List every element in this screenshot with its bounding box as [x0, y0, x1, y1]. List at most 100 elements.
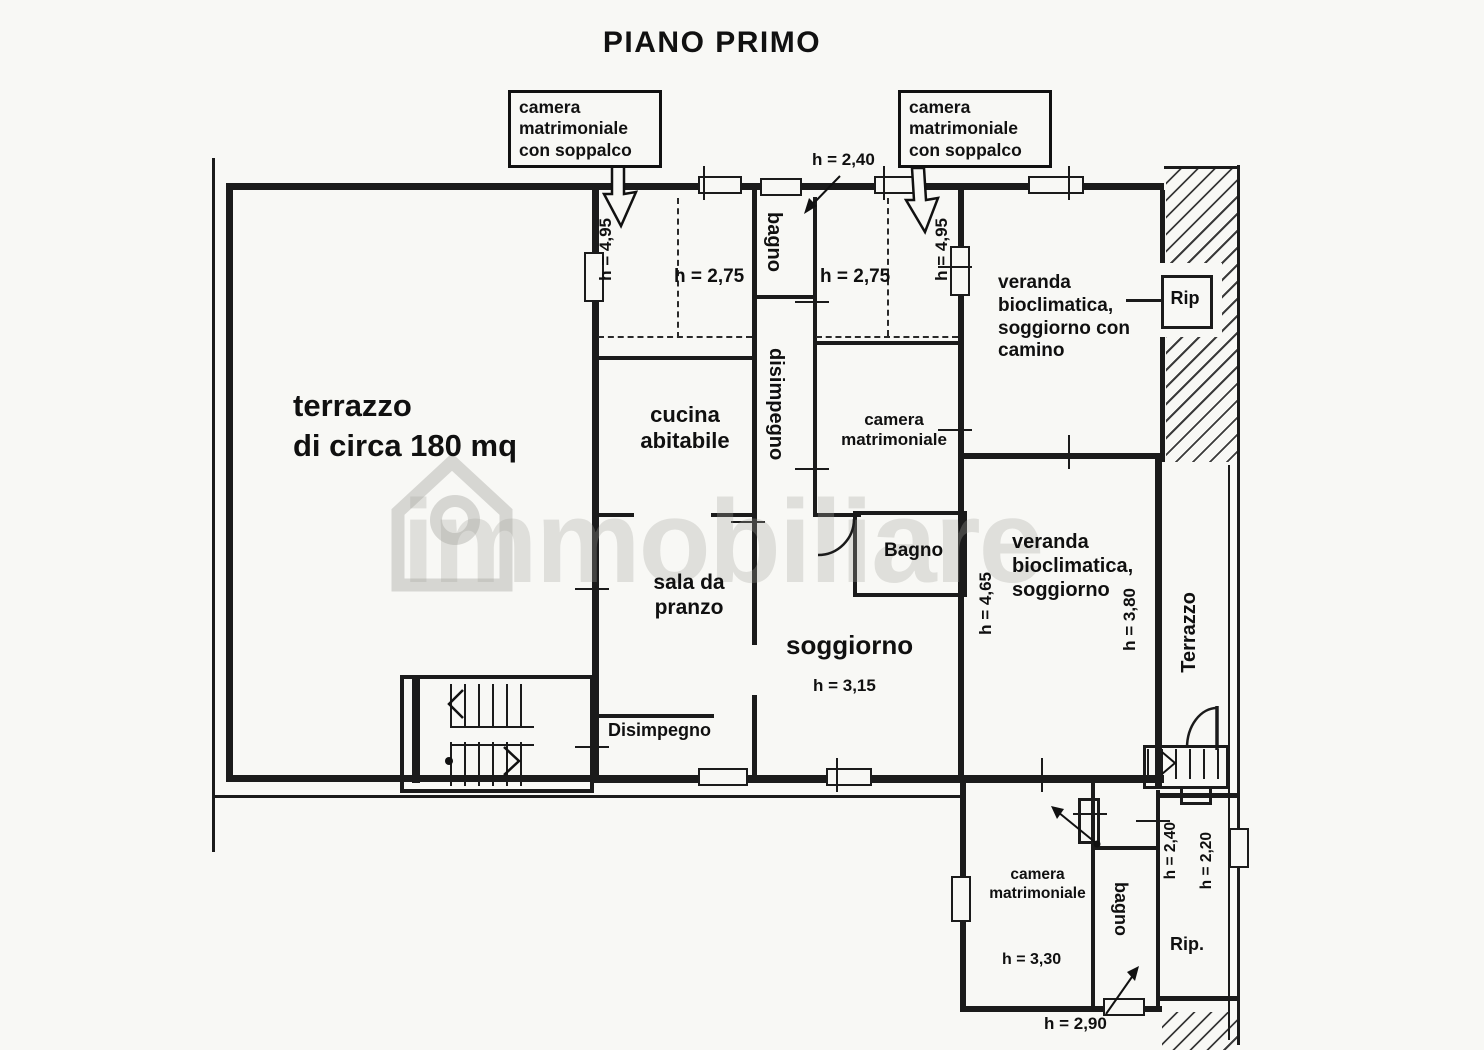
soppalco-sx-height: h = 2,75	[674, 266, 745, 287]
bagno-nord-label: bagno	[763, 212, 785, 272]
veranda-sud-height-left: h = 4,65	[976, 572, 995, 635]
window-tick	[575, 588, 609, 590]
sala-pranzo-label: sala da pranzo	[653, 571, 725, 620]
wall	[1156, 790, 1160, 1010]
bagno-sud-label: bagno	[1111, 882, 1131, 936]
wall	[1160, 190, 1165, 270]
rip-sud-label: Rip.	[1170, 934, 1204, 954]
window	[874, 176, 924, 194]
callout-camera-soppalco-left: camera matrimoniale con soppalco	[508, 90, 662, 169]
watermark-house-door	[430, 495, 480, 545]
wall	[592, 183, 599, 782]
window-tick	[938, 429, 972, 431]
rip-nord-room	[1161, 275, 1213, 329]
camera-centro-label: camera matrimoniale	[841, 410, 947, 450]
soppalco-dashed-line	[598, 336, 752, 338]
window	[950, 246, 970, 296]
leader-arrowhead-h290	[1127, 966, 1139, 981]
wall	[813, 513, 861, 517]
wall	[960, 1006, 1162, 1012]
bagno-centro-label: Bagno	[884, 540, 944, 561]
window	[584, 252, 604, 302]
terrazzo-est-label: Terrazzo	[1178, 592, 1200, 673]
soppalco-dashed-line	[816, 336, 958, 338]
window-tick	[883, 166, 885, 200]
terrazzo-label: terrazzo di circa 180 mq	[293, 388, 518, 464]
wall	[1126, 299, 1161, 302]
wall	[752, 695, 757, 782]
wall	[228, 775, 594, 782]
wall	[592, 513, 634, 517]
window-tick	[1136, 820, 1170, 822]
veranda-sud-height-right: h = 3,80	[1120, 588, 1139, 651]
wall	[711, 513, 756, 517]
soggiorno-height: h = 3,15	[813, 676, 876, 695]
stair-step	[1180, 786, 1212, 805]
callout-camera-soppalco-right: camera matrimoniale con soppalco	[898, 90, 1052, 169]
wall	[1160, 793, 1240, 798]
small-stair-treads	[1147, 749, 1219, 779]
page-title: PIANO PRIMO	[602, 26, 822, 59]
veranda-nord-label: veranda bioclimatica, soggiorno con cami…	[998, 272, 1130, 362]
window	[698, 176, 742, 194]
window	[1229, 828, 1249, 868]
wall	[592, 775, 1164, 783]
window-tick	[795, 301, 829, 303]
disimpegno-sud-label: Disimpegno	[608, 720, 712, 740]
veranda-sud-label: veranda bioclimatica, soggiorno	[1012, 531, 1134, 601]
wall	[212, 158, 215, 852]
window-tick	[1041, 758, 1043, 792]
window	[826, 768, 872, 786]
wall	[752, 190, 757, 645]
terrazzo-door-arc	[1185, 706, 1218, 749]
wall	[412, 679, 420, 783]
window	[760, 178, 802, 196]
window-tick	[836, 758, 838, 792]
wall	[592, 714, 714, 718]
door-swing-arrowhead	[1051, 806, 1064, 819]
window-tick	[1068, 166, 1070, 200]
disimpegno-vert-label: disimpegno	[765, 348, 787, 461]
camera-sud-label: camera matrimoniale	[989, 866, 1086, 902]
stair-flight-lower	[450, 742, 534, 786]
bagno-sud-height: h = 2,90	[1044, 1014, 1107, 1033]
window-tick	[731, 521, 765, 523]
rip-sud-height-left: h = 2,40	[1162, 822, 1179, 880]
wall	[214, 795, 962, 798]
soppalco-dashed-line	[887, 198, 889, 336]
bagno-nord-height: h = 2,40	[812, 150, 875, 169]
wall	[592, 356, 755, 360]
window-tick	[795, 468, 829, 470]
callout-arrow-left	[601, 158, 639, 229]
wall	[226, 183, 233, 782]
window-tick	[1068, 435, 1070, 469]
rip-nord-label: Rip	[1170, 288, 1200, 308]
wall	[1155, 458, 1162, 788]
soppalco-dashed-line	[677, 198, 679, 338]
stair-flight-upper	[450, 684, 534, 726]
window-tick	[575, 746, 609, 748]
wall	[1164, 166, 1240, 169]
window-tick	[703, 166, 705, 200]
cucina-label: cucina abitabile	[640, 402, 730, 454]
wall	[1091, 782, 1095, 1008]
main-staircase	[400, 675, 594, 793]
camera-sx-height: h = 4,95	[596, 218, 615, 281]
window-tick	[938, 266, 972, 268]
camera-sud-height: h = 3,30	[1002, 951, 1062, 968]
wall	[228, 183, 1164, 190]
wall	[813, 197, 817, 517]
watermark-house-icon	[391, 453, 513, 592]
soggiorno-label: soggiorno	[786, 630, 914, 660]
soppalco-dx-height: h = 2,75	[820, 266, 891, 287]
window	[951, 876, 971, 922]
rip-sud-height-right: h = 2,20	[1198, 832, 1215, 890]
wall	[958, 453, 1164, 459]
camera-dx-height: h = 4,95	[932, 218, 951, 281]
window	[1028, 176, 1084, 194]
wall	[1093, 846, 1158, 850]
wall	[813, 341, 962, 345]
wall	[1160, 996, 1240, 1001]
window	[1103, 998, 1145, 1016]
